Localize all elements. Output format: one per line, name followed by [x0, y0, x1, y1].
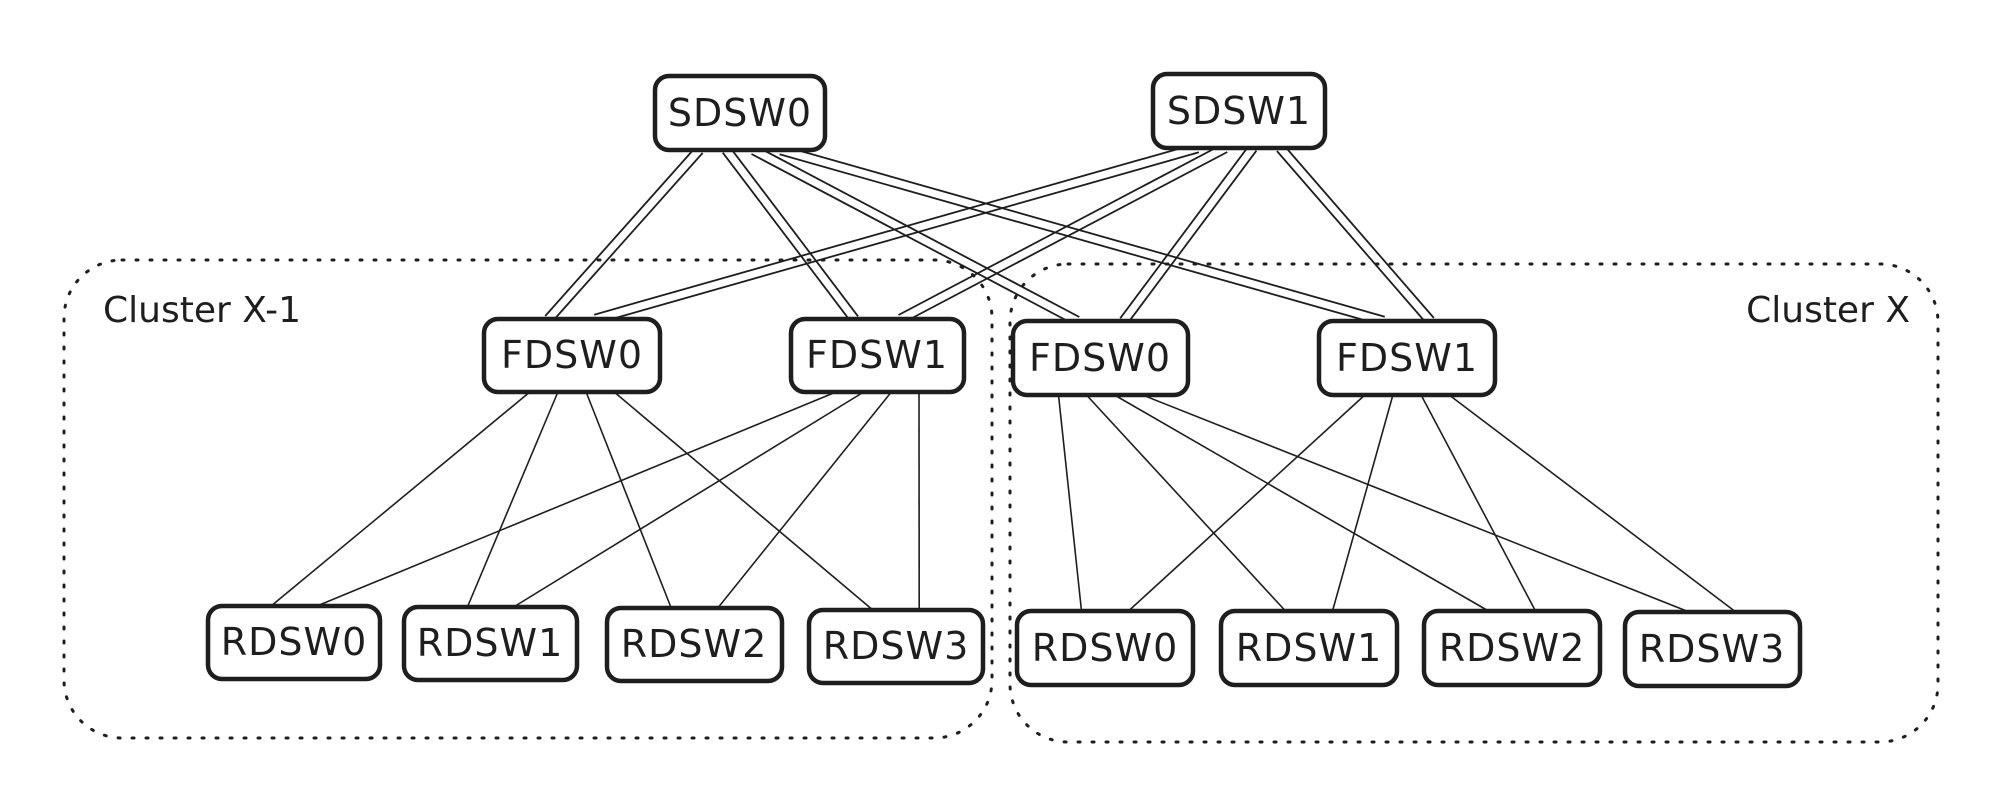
cluster-x-1-group: Cluster X-1: [62, 258, 994, 740]
downlink-cx-fdsw1-cx-rdsw3: [1448, 394, 1737, 613]
node-label: RDSW0: [1032, 626, 1179, 670]
downlink-cx-fdsw1-cx-rdsw0: [1127, 394, 1366, 612]
node-cluster-x-rdsw0[interactable]: RDSW0: [1014, 608, 1196, 688]
node-label: RDSW3: [1639, 627, 1786, 671]
cluster-x-1-label: Cluster X-1: [103, 290, 301, 331]
downlink-cx1-fdsw0-cx1-rdsw0: [270, 391, 531, 607]
uplink-sdsw0-cx-fdsw1: [781, 144, 1386, 318]
node-cluster-x-fdsw0[interactable]: FDSW0: [1010, 318, 1191, 398]
node-label: FDSW0: [501, 333, 643, 377]
downlink-cx1-fdsw0-cx1-rdsw3: [613, 391, 874, 611]
downlink-cx-fdsw0-cx-rdsw3: [1142, 394, 1690, 613]
downlink-cx-fdsw0-cx-rdsw0: [1057, 394, 1083, 612]
downlink-cx1-fdsw0-cx1-rdsw2: [585, 391, 672, 609]
node-label: FDSW1: [806, 333, 948, 377]
cluster-x-group: Cluster X: [1008, 262, 1940, 744]
uplink-sdsw1-cx1-fdsw1: [902, 151, 1228, 324]
nodes-layer: SDSW0 SDSW1 FDSW0 FDSW1 FDSW0 FDSW1 RDSW…: [205, 71, 1803, 689]
node-sdsw0[interactable]: SDSW0: [652, 73, 828, 153]
node-sdsw1[interactable]: SDSW1: [1150, 71, 1328, 151]
downlink-cx1-fdsw0-cx1-rdsw1: [466, 391, 559, 608]
node-label: RDSW3: [823, 624, 970, 668]
node-box: [1622, 609, 1803, 689]
downlink-cx-fdsw0-cx-rdsw1: [1085, 394, 1287, 612]
node-label: RDSW1: [1236, 626, 1383, 670]
node-box: [205, 603, 383, 682]
links-layer: [270, 142, 1737, 613]
uplink-sdsw0-cx1-fdsw1: [729, 146, 859, 317]
uplink-sdsw0-cx1-fdsw0: [544, 146, 697, 317]
node-cluster-x-rdsw2[interactable]: RDSW2: [1421, 608, 1603, 688]
node-label: RDSW2: [1439, 626, 1586, 670]
node-box: [604, 605, 785, 684]
downlink-cx-fdsw1-cx-rdsw2: [1420, 394, 1537, 612]
cluster-x-boundary: [1008, 262, 1940, 744]
node-box: [806, 607, 986, 686]
cluster-x-label: Cluster X: [1746, 290, 1910, 331]
downlink-cx1-fdsw1-cx1-rdsw2: [717, 391, 892, 609]
node-label: RDSW0: [221, 620, 368, 664]
node-box: [1218, 608, 1400, 688]
node-box: [1014, 608, 1196, 688]
downlink-cx1-fdsw1-cx1-rdsw1: [513, 391, 865, 608]
node-label: SDSW0: [668, 91, 812, 135]
uplink-sdsw0-cx-fdsw0: [751, 153, 1076, 326]
uplink-sdsw1-cx-fdsw1: [1276, 150, 1428, 325]
downlink-cx-fdsw0-cx-rdsw2: [1114, 394, 1489, 612]
node-cluster-x-1-fdsw0[interactable]: FDSW0: [481, 316, 663, 395]
node-box: [652, 73, 828, 153]
node-label: SDSW1: [1167, 89, 1311, 133]
cluster-x-1-boundary: [62, 258, 994, 740]
uplink-sdsw1-cx1-fdsw1: [898, 143, 1224, 316]
node-cluster-x-fdsw1[interactable]: FDSW1: [1316, 318, 1498, 398]
uplink-sdsw0-cx1-fdsw1: [722, 152, 852, 323]
downlink-cx1-fdsw1-cx1-rdsw0: [316, 391, 837, 607]
node-box: [481, 316, 663, 395]
node-label: RDSW1: [417, 621, 564, 665]
node-cluster-x-rdsw3[interactable]: RDSW3: [1622, 609, 1803, 689]
uplink-sdsw1-cx1-fdsw0: [596, 151, 1200, 325]
node-label: RDSW2: [621, 622, 768, 666]
node-box: [1150, 71, 1328, 151]
node-cluster-x-1-rdsw2[interactable]: RDSW2: [604, 605, 785, 684]
uplink-sdsw1-cx-fdsw0: [1119, 144, 1250, 319]
uplink-sdsw1-cx1-fdsw0: [593, 142, 1197, 316]
node-cluster-x-1-rdsw1[interactable]: RDSW1: [401, 604, 580, 683]
node-label: FDSW0: [1029, 336, 1171, 380]
node-label: FDSW1: [1336, 336, 1478, 380]
node-box: [401, 604, 580, 683]
uplink-sdsw0-cx1-fdsw0: [551, 152, 704, 323]
node-box: [1316, 318, 1498, 398]
node-cluster-x-1-rdsw3[interactable]: RDSW3: [806, 607, 986, 686]
uplink-sdsw1-cx-fdsw0: [1126, 150, 1258, 325]
node-cluster-x-1-fdsw1[interactable]: FDSW1: [788, 316, 967, 395]
uplink-sdsw0-cx-fdsw1: [779, 153, 1383, 327]
node-cluster-x-1-rdsw0[interactable]: RDSW0: [205, 603, 383, 682]
node-box: [1010, 318, 1191, 398]
node-box: [1421, 608, 1603, 688]
node-box: [788, 316, 967, 395]
uplink-sdsw1-cx-fdsw1: [1283, 144, 1435, 319]
downlink-cx-fdsw1-cx-rdsw1: [1331, 394, 1394, 612]
node-cluster-x-rdsw1[interactable]: RDSW1: [1218, 608, 1400, 688]
